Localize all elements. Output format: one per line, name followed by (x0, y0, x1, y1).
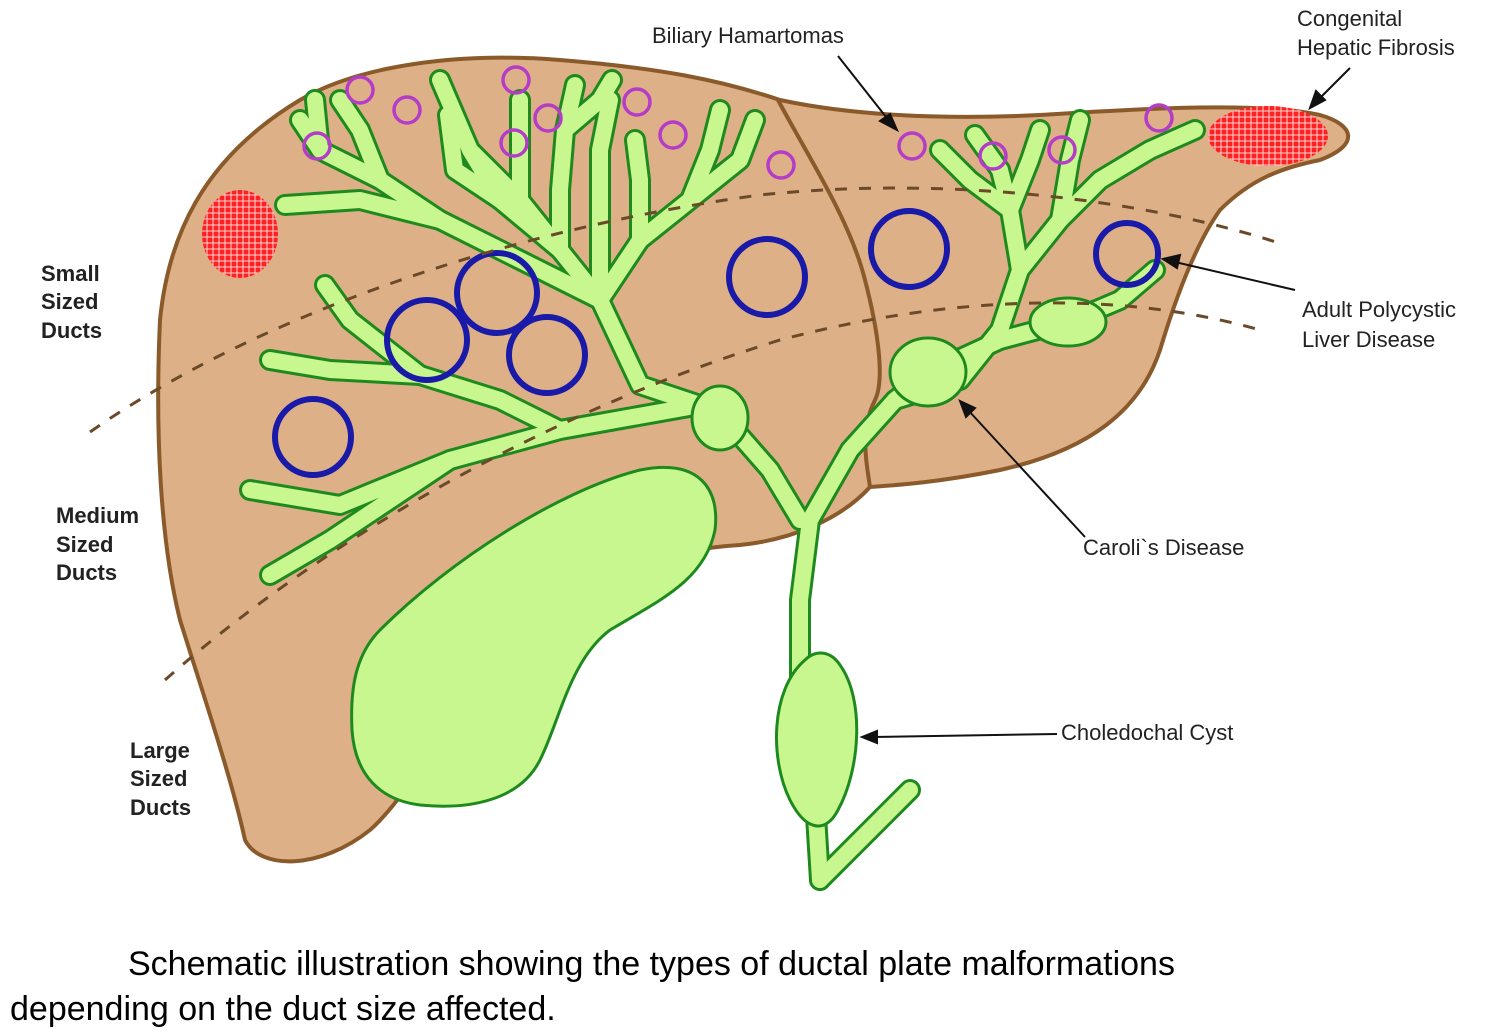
arrowhead-icon (1160, 253, 1182, 270)
bile-duct-segment (262, 452, 458, 583)
label-congenital-line2: Hepatic Fibrosis (1297, 35, 1455, 60)
arrowhead-icon (859, 729, 878, 745)
zone-medium-line1: Medium (56, 503, 139, 528)
label-adult-line2: Liver Disease (1302, 327, 1435, 352)
hamartoma-nodule (501, 65, 531, 95)
hamartoma-nodule (622, 87, 652, 117)
hamartoma-nodule (766, 150, 796, 180)
arrowhead-icon (958, 399, 977, 419)
zone-small-line2: Sized (41, 289, 98, 314)
polycystic-cyst (384, 297, 470, 383)
hamartoma-nodule (499, 128, 529, 158)
zone-large-line2: Sized (130, 766, 187, 791)
arrowhead-icon (878, 112, 900, 133)
polycystic-cyst (726, 236, 808, 318)
bile-duct-segment (967, 127, 1008, 178)
zone-large-line3: Ducts (130, 795, 191, 820)
hamartoma-nodule (978, 141, 1008, 171)
bile-duct-segment (812, 782, 918, 888)
polycystic-cyst (868, 208, 950, 290)
zone-medium-line3: Ducts (56, 560, 117, 585)
arrow-choledochal (872, 733, 1058, 738)
hamartoma-nodule (1144, 103, 1174, 133)
hamartoma-nodule (897, 131, 927, 161)
label-choledochal: Choledochal Cyst (1061, 720, 1233, 745)
bile-duct-segment (440, 107, 508, 208)
hamartoma-nodule (302, 131, 332, 161)
zone-line-lower (164, 301, 1261, 682)
polycystic-cyst (506, 314, 588, 396)
label-congenital-line1: Congenital (1297, 6, 1402, 31)
zone-small-line3: Ducts (41, 318, 102, 343)
polycystic-cyst (1093, 220, 1161, 288)
carolis-dilatation-upper (1028, 296, 1108, 348)
bile-duct-segment (932, 142, 1018, 218)
bile-duct-segment (627, 132, 648, 248)
carolis-dilatation-left (690, 384, 750, 452)
fibrosis-patch-right (1208, 106, 1328, 166)
hamartoma-nodule (533, 103, 563, 133)
annotation-arrows (837, 55, 1351, 745)
hamartoma-nodule (1047, 135, 1077, 165)
label-biliary-hamartomas: Biliary Hamartomas (652, 23, 844, 48)
bile-duct-segment (557, 72, 620, 138)
figure-caption: Schematic illustration showing the types… (10, 942, 1490, 1032)
caption-line1: Schematic illustration showing the types… (128, 945, 1175, 983)
choledochal-cyst (775, 651, 859, 828)
arrowhead-icon (1308, 89, 1327, 111)
polycystic-cyst (454, 250, 540, 336)
bile-duct-segment (1002, 122, 1048, 218)
bile-duct-segment (432, 72, 808, 528)
bile-duct-tree (239, 69, 1206, 891)
bile-duct-segment (592, 92, 618, 308)
gallbladder (350, 466, 718, 808)
arrow-polycystic (1174, 261, 1296, 291)
arrow-carolis (967, 409, 1086, 538)
arrow-fibrosis (1317, 67, 1351, 101)
bile-duct-segment (317, 277, 428, 383)
label-adult-line1: Adult Polycystic (1302, 297, 1456, 322)
zone-medium-line2: Sized (56, 532, 113, 557)
polycystic-cysts (272, 208, 1161, 478)
bile-duct-segment (682, 102, 728, 208)
zone-large-line1: Large (130, 738, 190, 763)
bile-duct-segment (552, 77, 583, 258)
fibrosis-patch-left (202, 190, 278, 278)
bile-duct-segment (1012, 122, 1203, 278)
carolis-dilatation-right (888, 336, 968, 408)
zone-line-upper (89, 186, 1286, 434)
hamartoma-nodule (345, 75, 375, 105)
polycystic-cyst (272, 396, 354, 478)
bile-duct-segment (307, 92, 328, 158)
bile-duct-segment (332, 92, 388, 188)
label-carolis: Caroli`s Disease (1083, 535, 1244, 560)
caption-line2: depending on the duct size affected. (10, 990, 556, 1028)
hamartoma-nodules (302, 65, 1174, 180)
arrow-hamartomas (837, 55, 891, 123)
hamartoma-nodule (658, 120, 688, 150)
zone-small-line1: Small (41, 261, 100, 286)
hamartoma-nodule (392, 95, 422, 125)
